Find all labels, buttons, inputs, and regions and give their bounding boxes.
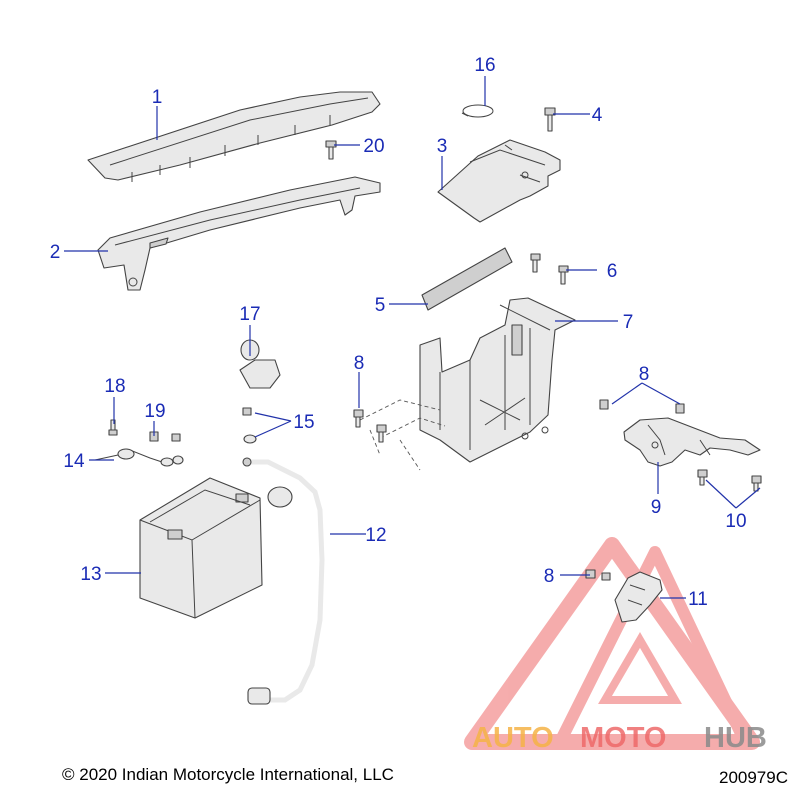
- part-9-bracket: [623, 417, 761, 467]
- watermark-hub: HUB: [704, 722, 767, 754]
- part-13-battery: [139, 477, 263, 619]
- part-8-bolts-tray: [353, 409, 387, 443]
- part-20-screw: [325, 140, 337, 160]
- callout-17: 17: [239, 304, 260, 325]
- part-10-bolts: [697, 469, 762, 492]
- leader-lines: [64, 76, 761, 599]
- callout-19: 19: [144, 401, 165, 422]
- callout-15: 15: [293, 412, 314, 433]
- callout-1: 1: [152, 87, 163, 108]
- watermark-text: AUTO MOTO HUB: [472, 722, 767, 754]
- callout-11: 11: [688, 589, 708, 610]
- drawing-number: 200979C: [719, 768, 788, 787]
- callout-4: 4: [592, 105, 603, 126]
- part-11-bracket: [585, 569, 663, 623]
- part-1-cover: [87, 91, 381, 182]
- callout-labels: 1 2 3 4 5 6 7 8 8 9 10 12 13 14 15 16 17…: [50, 55, 747, 610]
- part-3-plate: [437, 139, 561, 223]
- part-14-cable: [94, 448, 184, 467]
- part-5-pad: [421, 247, 513, 311]
- callout-3: 3: [437, 136, 448, 157]
- callout-18: 18: [104, 376, 125, 397]
- part-15-hardware: [242, 407, 257, 444]
- copyright-text: © 2020 Indian Motorcycle International, …: [62, 765, 394, 784]
- callout-10: 10: [725, 511, 746, 532]
- callout-16: 16: [474, 55, 495, 76]
- callout-8-bracket: 8: [639, 364, 650, 385]
- part-4-bolt: [544, 107, 556, 132]
- callout-20: 20: [363, 136, 384, 157]
- callout-8-tray: 8: [354, 353, 365, 374]
- callout-9: 9: [651, 497, 662, 518]
- part-6-bolts: [530, 253, 569, 285]
- callout-13: 13: [80, 564, 101, 585]
- part-12-cable: [242, 457, 325, 705]
- part-7-tray: [359, 297, 576, 471]
- part-18-bolt: [108, 419, 118, 436]
- part-2-bracket: [97, 176, 381, 291]
- part-16-clip: [461, 104, 494, 118]
- callout-5: 5: [375, 295, 386, 316]
- callout-6: 6: [607, 261, 618, 282]
- callout-8-bottom: 8: [544, 566, 555, 587]
- part-17-grommet: [239, 339, 281, 389]
- watermark-moto: MOTO: [580, 722, 666, 754]
- callout-14: 14: [63, 451, 85, 472]
- watermark-auto: AUTO: [472, 722, 554, 754]
- callout-12: 12: [365, 525, 386, 546]
- callout-7: 7: [623, 312, 634, 333]
- callout-2: 2: [50, 242, 61, 263]
- watermark-logo: [464, 537, 760, 750]
- part-8-bolts-bracket: [599, 399, 685, 414]
